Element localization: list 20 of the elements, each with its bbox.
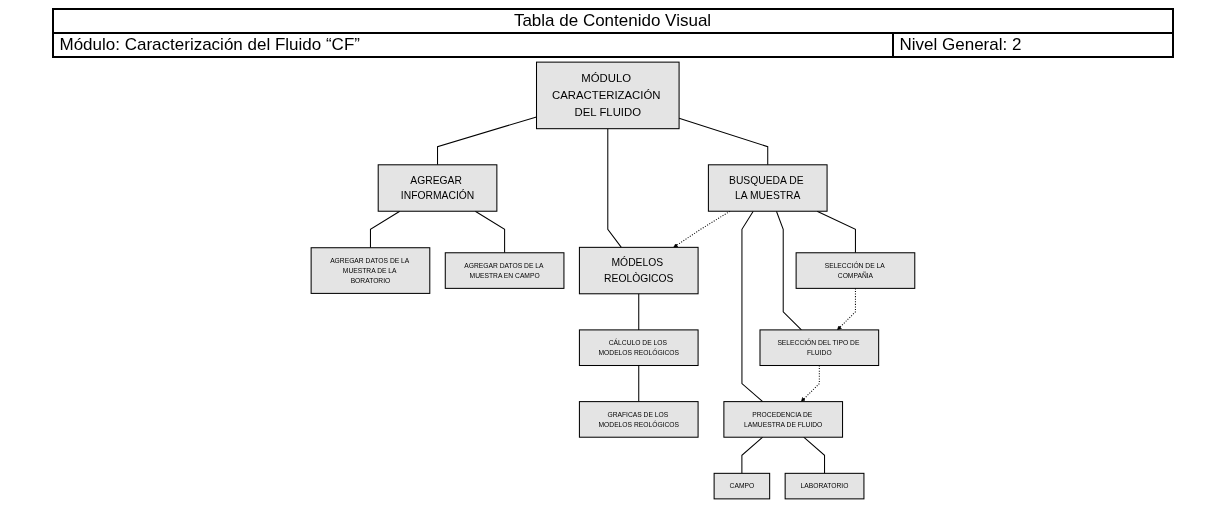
arrow [672, 210, 731, 248]
connector [606, 128, 622, 248]
connector [369, 210, 400, 249]
connector [740, 436, 763, 474]
connector [775, 210, 802, 331]
connector [802, 436, 825, 474]
node-box: AGREGAR INFORMACIÓN [377, 164, 497, 212]
connector [740, 210, 763, 403]
connector [678, 117, 768, 166]
node-box: MÓDELOS REOLÒGICOS [578, 246, 699, 295]
arrow [800, 365, 820, 402]
connector [637, 365, 639, 403]
connector [637, 293, 639, 331]
node-box: MÓDULO CARACTERIZACIÓN DEL FLUIDO [535, 61, 680, 130]
table-cell-text: Nivel General: 2 [892, 33, 1173, 57]
node-box: BUSQUEDA DE LA MUESTRA [707, 164, 828, 212]
table-cell-text: Módulo: Caracterización del Fluido “CF” [52, 33, 893, 57]
table-cell-text: Tabla de Contenido Visual [52, 9, 1173, 33]
connector [436, 116, 537, 166]
connector [816, 210, 856, 254]
